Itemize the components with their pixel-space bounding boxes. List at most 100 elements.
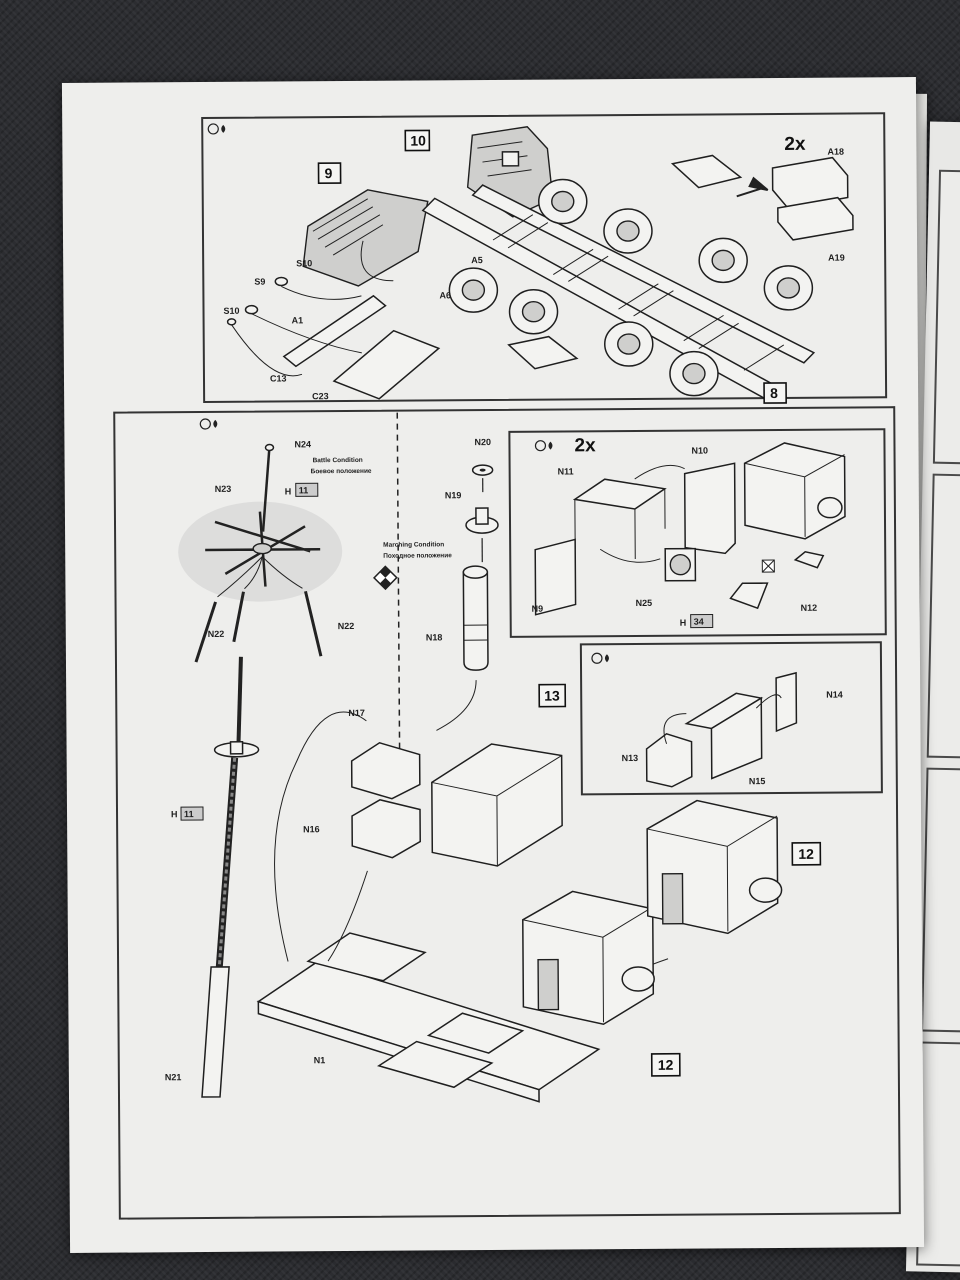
battle-condition-en: Battle Condition [313,457,363,464]
step-box-13 [538,683,567,708]
instruction-drawing: 10 9 2x A18 A19 S10 S9 S10 A1 A5 A6 [113,112,901,1220]
bracket-n17 [350,741,421,800]
cabin-preview [743,442,846,540]
washer-part [244,304,259,315]
label-n15: N15 [749,776,766,786]
step-box-9 [317,162,342,185]
antenna-star-assembly [178,443,343,663]
wheel-set [448,178,814,397]
direction-arrow [736,176,769,198]
h11-badge-top [295,482,319,497]
label-n24: N24 [294,439,311,449]
fender-part [670,154,743,189]
step-box-8 [763,382,787,404]
battle-condition-ru: Боевое положение [311,468,372,475]
label-a18: A18 [827,147,844,157]
box-13-part [431,743,563,867]
multiplier-2x: 2x [784,134,806,155]
top-assembly-panel [201,112,888,404]
cabin-12-back [646,799,783,935]
step-number-icon [534,440,547,452]
h34-badge [690,613,714,629]
step-label-13: 13 [544,688,560,704]
plate-c23 [332,329,441,400]
step-number-icon [207,123,219,135]
marching-condition-ru: Походное положение [383,552,452,559]
box-a18 [771,156,849,209]
handle-n12-alt [793,551,825,569]
engine-assembly [302,189,429,287]
label-c13: C13 [270,373,287,383]
label-n17: N17 [348,708,365,718]
fender-part [507,335,579,370]
label-s10-top: S10 [296,258,312,268]
guide-line [274,680,477,962]
handle-n12 [729,582,769,610]
antenna-mast [201,656,260,1098]
label-s9: S9 [254,277,265,287]
washer-part [274,276,289,287]
label-a6: A6 [439,290,451,300]
step-number-icon [591,652,603,664]
label-n21: N21 [165,1072,182,1082]
step-label-10: 10 [410,132,426,148]
panel-n13 [645,732,693,788]
step-label-12-lower: 12 [658,1057,674,1073]
step-box-12-lower [650,1052,681,1077]
condition-divider [396,412,401,761]
label-a1: A1 [292,315,304,325]
glue-drop-icon [548,441,553,450]
box-a19 [777,196,854,241]
multiplier-2x-step15: 2x [574,435,596,456]
mast-base-stack [462,464,499,671]
label-n14: N14 [826,690,843,700]
label-n10: N10 [691,445,708,455]
instruction-sheet: 10 9 2x A18 A19 S10 S9 S10 A1 A5 A6 [61,77,925,1253]
panel-n14 [775,671,798,733]
guide-line [663,694,782,744]
label-h11-num-mast: 11 [184,809,194,819]
label-n9: N9 [532,604,544,614]
label-n13: N13 [622,753,639,763]
step-15-panel [508,428,887,638]
label-a5: A5 [471,255,483,265]
label-s10-left: S10 [223,306,239,316]
label-n18: N18 [426,632,443,642]
label-n22-left: N22 [208,629,225,639]
label-c23: C23 [312,391,329,401]
washer-part [226,318,237,326]
label-n19: N19 [445,490,462,500]
label-n20: N20 [474,437,491,447]
grille-n25-fan [669,553,692,576]
glue-drop-icon [604,654,609,663]
label-n16: N16 [303,824,320,834]
marching-condition-en: Marching Condition [383,541,444,548]
marching-diamond-icon [373,565,398,591]
label-n12: N12 [801,603,818,613]
step-label-9: 9 [325,165,333,181]
label-h-mast: H [171,809,178,819]
adjacent-panel [926,473,960,759]
step-16-panel [579,641,883,796]
adjacent-panel [920,767,960,1033]
step-number-icon [199,418,211,430]
label-n23: N23 [215,484,232,494]
adjacent-panel [932,169,960,465]
roof-n11 [572,478,667,510]
panel-n9 [534,538,577,616]
panel-n15 [710,696,763,780]
step-label-12-upper: 12 [798,846,814,862]
label-n25: N25 [636,598,653,608]
step-box-12-upper [791,841,822,866]
label-n22-right: N22 [338,621,355,631]
step-label-8: 8 [770,385,778,401]
bumper-c13 [282,294,387,368]
label-h-step15: H [680,618,687,628]
label-h-top: H [285,486,292,496]
label-h11-num-top: 11 [299,485,309,495]
label-a19: A19 [828,253,845,263]
step-14-panel [113,406,901,1220]
glue-drop-icon [213,419,218,428]
glue-drop-icon [221,124,226,133]
panel-n10 [683,462,736,555]
